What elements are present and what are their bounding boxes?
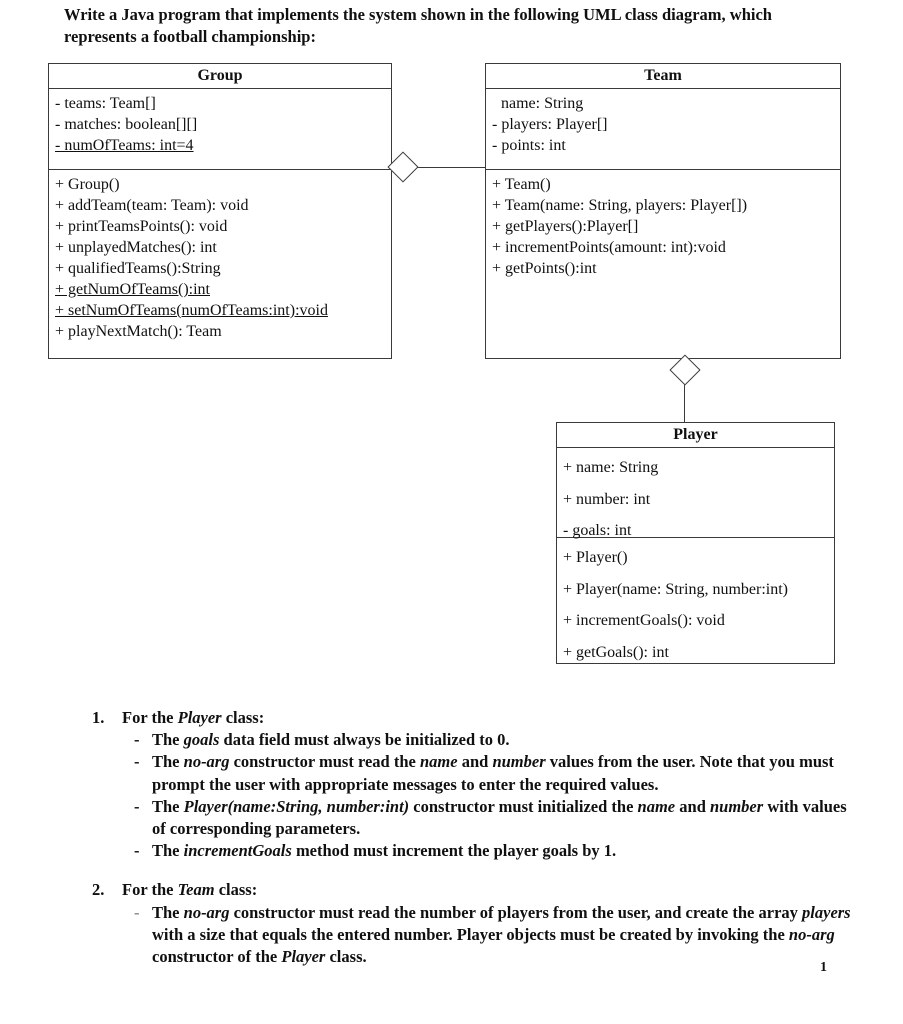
requirement-sub-list: - The goals data field must always be in… [92, 729, 852, 862]
page-title: Write a Java program that implements the… [64, 5, 772, 46]
uml-method: + getPoints():int [492, 260, 597, 277]
uml-method: + qualifiedTeams():String [55, 260, 221, 277]
uml-method: + Group() [55, 176, 120, 193]
uml-class-group-methods: + Group() + addTeam(team: Team): void + … [49, 170, 391, 346]
requirement-bullet: - The no-arg constructor must read the n… [92, 902, 852, 969]
uml-method: + unplayedMatches(): int [55, 239, 217, 256]
uml-class-group-title: Group [49, 64, 391, 89]
bullet-text: The Player(name:String, number:int) cons… [152, 796, 847, 839]
bullet-text: The no-arg constructor must read the nam… [152, 752, 834, 794]
requirement-heading: 2. For the Team class: [92, 879, 852, 901]
aggregation-line-group-team [392, 167, 485, 169]
uml-attribute: - players: Player[] [492, 116, 608, 133]
requirement-item: 2. For the Team class: - The no-arg cons… [92, 879, 852, 968]
uml-class-group-attributes: - teams: Team[] - matches: boolean[][] -… [49, 89, 391, 170]
uml-method-static: + getNumOfTeams():int [55, 281, 210, 298]
uml-attribute: - teams: Team[] [55, 95, 156, 112]
uml-attribute: - matches: boolean[][] [55, 116, 198, 133]
requirement-heading: 1. For the Player class: [92, 707, 852, 729]
uml-class-team-methods: + Team() + Team(name: String, players: P… [486, 170, 840, 283]
uml-class-team-attributes: name: String - players: Player[] - point… [486, 89, 840, 170]
uml-method: + Player() [563, 549, 628, 566]
aggregation-line-team-player [684, 359, 686, 422]
uml-method-static: + setNumOfTeams(numOfTeams:int):void [55, 302, 328, 319]
uml-class-player-attributes: + name: String + number: int - goals: in… [557, 448, 834, 539]
uml-class-team-title: Team [486, 64, 840, 89]
uml-method: + Team(name: String, players: Player[]) [492, 197, 748, 214]
uml-attribute: name: String [501, 95, 584, 112]
uml-class-player-title: Player [557, 423, 834, 448]
uml-attribute: + number: int [563, 490, 651, 508]
requirement-bullet: - The no-arg constructor must read the n… [92, 751, 852, 795]
uml-method: + getGoals(): int [563, 643, 669, 661]
uml-method: + incrementPoints(amount: int):void [492, 239, 726, 256]
uml-attribute: - points: int [492, 137, 566, 154]
bullet-dash: - [134, 841, 140, 861]
bullet-text: The goals data field must always be init… [152, 730, 510, 750]
requirement-bullet: - The goals data field must always be in… [92, 729, 852, 751]
requirement-bullet: - The Player(name:String, number:int) co… [92, 796, 852, 840]
uml-method: + Player(name: String, number:int) [563, 580, 788, 598]
requirement-number: 1. [92, 708, 105, 727]
requirement-item: 1. For the Player class: - The goals dat… [92, 707, 852, 862]
aggregation-diamond-team [669, 354, 701, 386]
uml-method: + incrementGoals(): void [563, 612, 725, 629]
uml-attribute: + name: String [563, 459, 659, 476]
bullet-dash: - [134, 796, 140, 816]
uml-class-group: Group - teams: Team[] - matches: boolean… [48, 63, 392, 359]
uml-method: + playNextMatch(): Team [55, 323, 222, 340]
bullet-text: The no-arg constructor must read the num… [152, 902, 851, 967]
requirement-number: 2. [92, 880, 105, 900]
requirement-heading-text: For the Player class: [122, 708, 265, 727]
requirements-list: 1. For the Player class: - The goals dat… [92, 707, 852, 968]
aggregation-diamond-group [387, 151, 419, 183]
uml-method: + printTeamsPoints(): void [55, 218, 228, 235]
uml-method: + getPlayers():Player[] [492, 218, 639, 235]
uml-attribute: - goals: int [563, 522, 632, 539]
bullet-dash: - [134, 752, 140, 772]
uml-method: + Team() [492, 176, 551, 193]
uml-attribute-static: - numOfTeams: int=4 [55, 137, 194, 154]
bullet-dash: - [134, 902, 140, 922]
requirement-heading-text: For the Team class: [122, 880, 258, 900]
uml-class-player-methods: + Player() + Player(name: String, number… [557, 538, 834, 672]
uml-class-player: Player + name: String + number: int - go… [556, 422, 835, 664]
requirement-bullet: - The incrementGoals method must increme… [92, 840, 852, 862]
requirement-sub-list: - The no-arg constructor must read the n… [92, 902, 852, 969]
page-number: 1 [820, 960, 827, 975]
bullet-dash: - [134, 730, 140, 750]
bullet-text: The incrementGoals method must increment… [152, 841, 617, 861]
uml-method: + addTeam(team: Team): void [55, 197, 249, 214]
uml-class-team: Team name: String - players: Player[] - … [485, 63, 841, 359]
